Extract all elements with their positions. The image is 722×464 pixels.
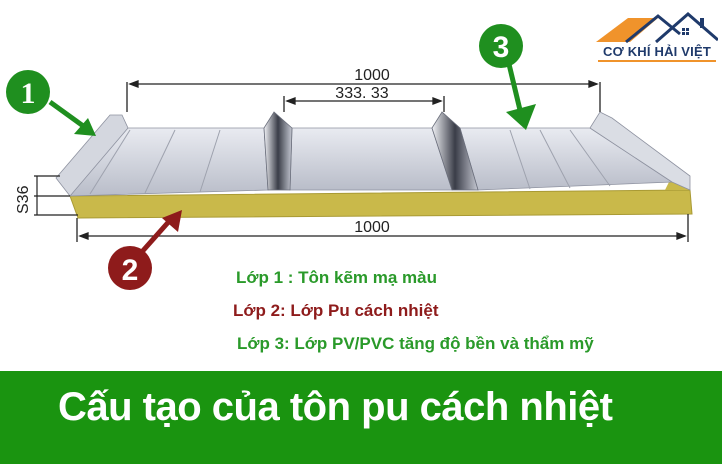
legend-layer-1: Lớp 1 : Tôn kẽm mạ màu bbox=[236, 268, 438, 287]
dimension-bottom-overall bbox=[76, 214, 689, 242]
marker-1-number: 1 bbox=[21, 77, 36, 110]
dimension-rib-spacing bbox=[283, 96, 445, 112]
marker-3-number: 3 bbox=[493, 31, 510, 64]
dimension-thickness bbox=[34, 175, 78, 216]
title-banner: Cấu tạo của tôn pu cách nhiệt bbox=[0, 371, 722, 464]
thickness-label: S36 bbox=[15, 185, 32, 214]
panel-illustration: 1000 333. 33 1000 S36 bbox=[6, 24, 693, 290]
metal-sheet-layer bbox=[55, 111, 691, 197]
legend-layer-2: Lớp 2: Lớp Pu cách nhiệt bbox=[233, 301, 439, 320]
marker-1: 1 bbox=[6, 70, 96, 136]
marker-2: 2 bbox=[108, 210, 182, 290]
legend-layer-3: Lớp 3: Lớp PV/PVC tăng độ bền và thẩm mỹ bbox=[237, 334, 594, 353]
brand-logo: CƠ KHÍ HẢI VIỆT bbox=[596, 8, 719, 64]
logo-underline bbox=[598, 60, 716, 62]
marker-3: 3 bbox=[479, 24, 536, 130]
dimension-bottom-label: 1000 bbox=[354, 219, 390, 236]
dimension-rib-label: 333. 33 bbox=[335, 85, 388, 102]
house-roof-icon bbox=[596, 12, 719, 44]
dimension-top-overall bbox=[126, 80, 601, 112]
banner-title: Cấu tạo của tôn pu cách nhiệt bbox=[58, 385, 613, 429]
logo-text: CƠ KHÍ HẢI VIỆT bbox=[603, 44, 711, 59]
marker-2-number: 2 bbox=[122, 254, 139, 287]
dimension-top-label: 1000 bbox=[354, 67, 390, 84]
